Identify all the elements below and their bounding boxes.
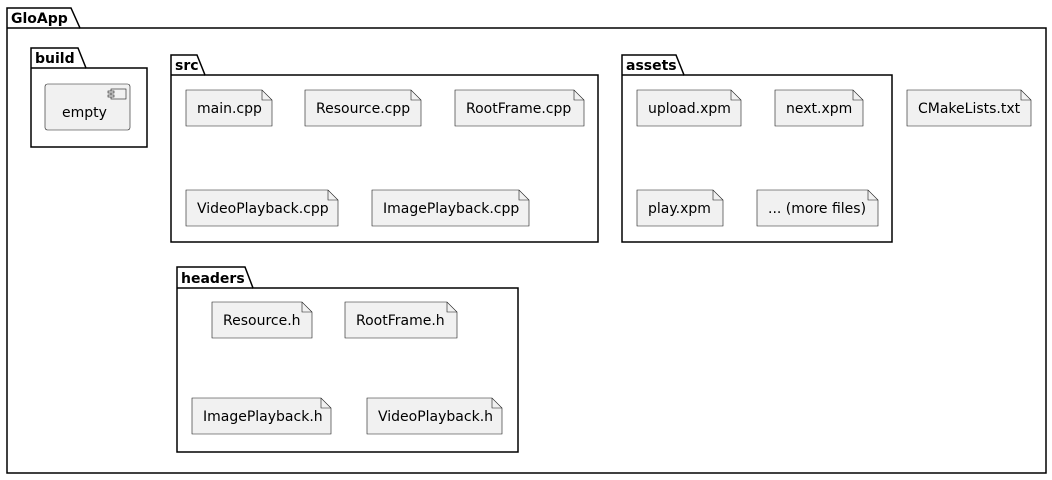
file-upload-xpm: upload.xpm	[636, 89, 742, 127]
file-shape	[185, 89, 273, 127]
file-label: ImagePlayback.cpp	[383, 201, 519, 217]
file-imageplayback-h: ImagePlayback.h	[191, 397, 332, 435]
file-fold-corner	[410, 90, 421, 101]
file-fold-corner	[261, 90, 272, 101]
package-build-title: build	[35, 51, 75, 67]
file-shape	[636, 189, 724, 227]
file-label: Resource.cpp	[316, 101, 410, 117]
file-fold-corner	[301, 302, 312, 313]
package-assets-title: assets	[626, 58, 677, 74]
file-shape	[366, 397, 503, 435]
file-shape	[185, 189, 339, 227]
file-label: play.xpm	[648, 201, 711, 217]
file-fold-corner	[730, 90, 741, 101]
package-gloapp-title: GloApp	[11, 11, 68, 27]
file-resource-h: Resource.h	[211, 301, 313, 339]
file-label: CMakeLists.txt	[918, 101, 1021, 117]
file-fold-corner	[491, 398, 502, 409]
file-fold-corner	[327, 190, 338, 201]
file-fold-corner	[852, 90, 863, 101]
file-label: upload.xpm	[648, 101, 731, 117]
file-fold-corner	[518, 190, 529, 201]
file-fold-corner	[320, 398, 331, 409]
file-fold-corner	[446, 302, 457, 313]
component-empty-label: empty	[62, 105, 107, 121]
file-more-files: ... (more files)	[756, 189, 879, 227]
file-shape	[774, 89, 864, 127]
file-label: RootFrame.h	[356, 313, 445, 329]
file-label: Resource.h	[223, 313, 301, 329]
file-shape	[756, 189, 879, 227]
file-cmakelists-txt: CMakeLists.txt	[906, 89, 1032, 127]
file-label: main.cpp	[197, 101, 262, 117]
package-headers-title: headers	[181, 271, 245, 287]
file-label: VideoPlayback.h	[378, 409, 493, 425]
file-shape	[454, 89, 585, 127]
file-rootframe-cpp: RootFrame.cpp	[454, 89, 585, 127]
file-shape	[636, 89, 742, 127]
file-nodes: main.cpp Resource.cpp RootFrame.cppVideoPl…	[185, 89, 1032, 435]
file-fold-corner	[1020, 90, 1031, 101]
file-label: ... (more files)	[768, 201, 866, 217]
file-imageplayback-cpp: ImagePlayback.cpp	[371, 189, 530, 227]
file-videoplayback-cpp: VideoPlayback.cpp	[185, 189, 339, 227]
file-videoplayback-h: VideoPlayback.h	[366, 397, 503, 435]
file-main-cpp: main.cpp	[185, 89, 273, 127]
file-shape	[211, 301, 313, 339]
file-label: VideoPlayback.cpp	[197, 201, 329, 217]
package-build: build empty	[30, 47, 148, 148]
file-fold-corner	[712, 190, 723, 201]
file-shape	[191, 397, 332, 435]
file-next-xpm: next.xpm	[774, 89, 864, 127]
file-label: RootFrame.cpp	[466, 101, 571, 117]
component-icon	[107, 88, 127, 100]
file-label: next.xpm	[786, 101, 852, 117]
file-label: ImagePlayback.h	[203, 409, 323, 425]
file-fold-corner	[867, 190, 878, 201]
file-rootframe-h: RootFrame.h	[344, 301, 458, 339]
file-shape	[906, 89, 1032, 127]
component-empty: empty	[44, 83, 131, 131]
file-resource-cpp: Resource.cpp	[304, 89, 422, 127]
file-shape	[344, 301, 458, 339]
file-shape	[371, 189, 530, 227]
file-fold-corner	[573, 90, 584, 101]
file-play-xpm: play.xpm	[636, 189, 724, 227]
file-shape	[304, 89, 422, 127]
package-src-title: src	[175, 58, 199, 74]
